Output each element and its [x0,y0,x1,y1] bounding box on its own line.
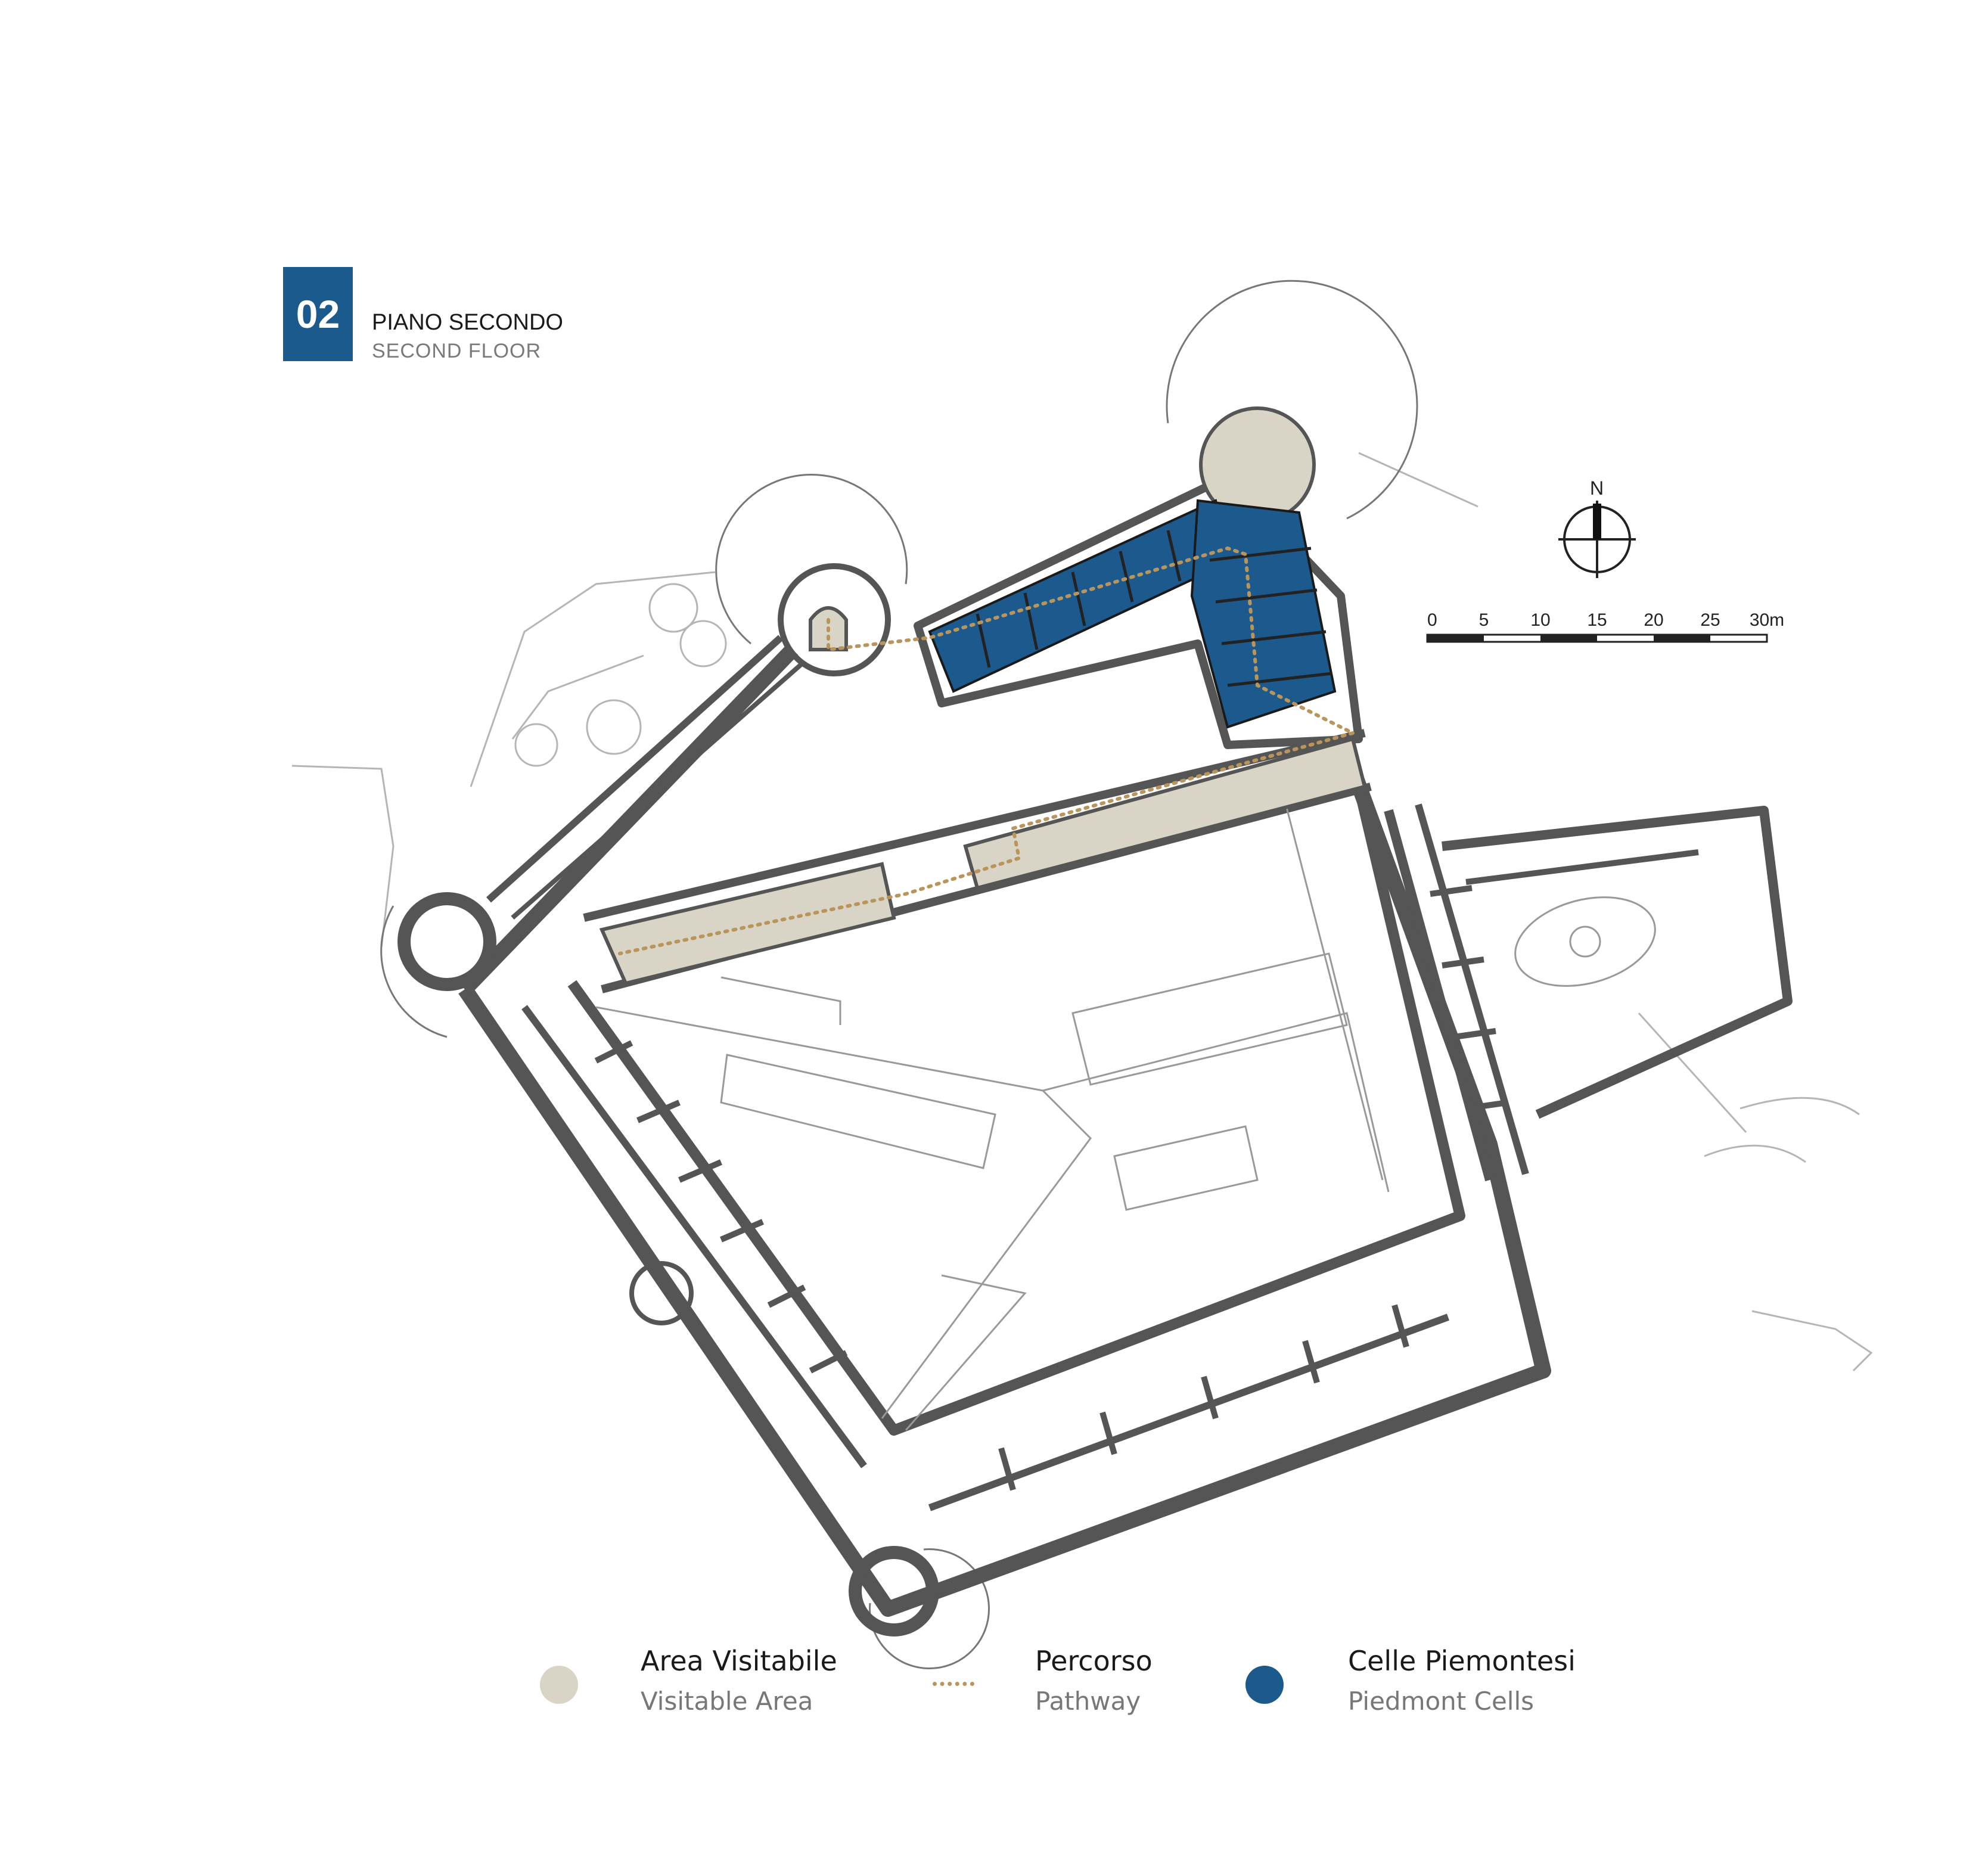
legend-cells-swatch [1245,1666,1284,1704]
bastion-outlines [380,280,1418,1670]
scale-tick-label: 15 [1587,610,1607,630]
scale-tick-label: 30m [1750,610,1784,630]
tower-small-west [629,1261,694,1325]
legend-pathway-subtitle: Pathway [1035,1687,1141,1716]
scale-tick-label: 10 [1530,610,1550,630]
scale-tick-label: 25 [1700,610,1720,630]
interior-partitions [594,885,1508,1491]
context-outlines [291,452,1873,1372]
scale-tick-label: 20 [1644,610,1663,630]
legend-visitable-swatch [540,1666,578,1704]
scale-tick-label: 5 [1479,610,1489,630]
legend-visitable-title: Area Visitabile [641,1645,837,1677]
visitable-area [599,406,1367,986]
tower-north-west [778,563,891,676]
north-label: N [1590,477,1604,499]
floor-number-badge: 02 [283,267,353,361]
scale-bar: 0 5 10 15 20 25 30m [1426,610,1784,643]
towers [397,563,939,1636]
legend-cells-subtitle: Piedmont Cells [1348,1687,1535,1716]
north-arrow: N [1558,477,1636,578]
floor-title: PIANO SECONDO [372,310,563,335]
legend-cells-title: Celle Piemontesi [1348,1645,1576,1677]
pathway [618,546,1355,955]
tower-west [397,892,496,991]
legend-pathway-swatch [933,1682,974,1686]
tower-south [849,1546,939,1636]
legend-visitable-subtitle: Visitable Area [641,1687,813,1716]
floor-subtitle: SECOND FLOOR [372,340,542,362]
fortress-walls [458,473,1793,1617]
legend-pathway-title: Percorso [1035,1645,1153,1677]
scale-tick-label: 0 [1427,610,1437,630]
cell-dividers [976,530,1332,687]
courtyard-lines [595,786,1656,1431]
